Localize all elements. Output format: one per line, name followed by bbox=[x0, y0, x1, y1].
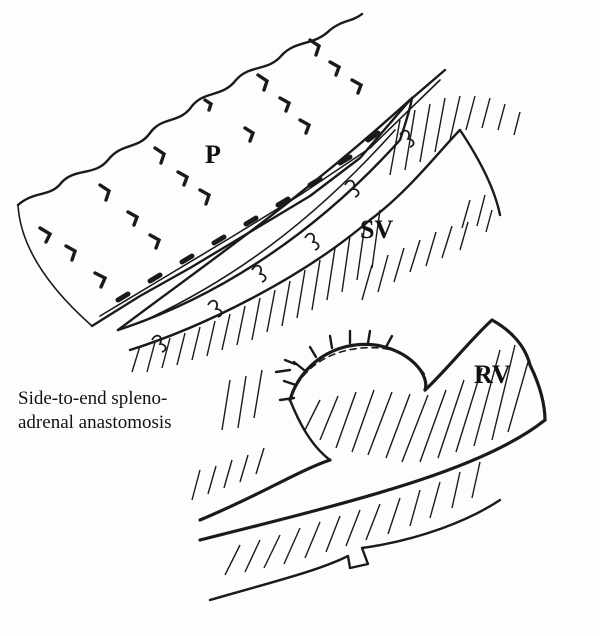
pancreas-ligature-marks bbox=[40, 40, 361, 287]
caption-line-1: Side-to-end spleno- bbox=[18, 387, 248, 411]
renal-vein-right-wall bbox=[530, 365, 545, 420]
renal-vein-label: RV bbox=[474, 360, 511, 390]
splenic-vein-lens-upper bbox=[118, 98, 412, 330]
pancreas-left-edge bbox=[18, 205, 92, 326]
pancreas-outline bbox=[18, 14, 362, 205]
splenic-vein-hatching bbox=[132, 96, 520, 372]
pancreas-lower-edge bbox=[92, 70, 445, 326]
caption-line-2: adrenal anastomosis bbox=[18, 411, 248, 435]
splenic-vein-label: SV bbox=[360, 215, 393, 245]
renal-vein-bottom-exit bbox=[210, 500, 500, 600]
anastomosis-caption: Side-to-end spleno- adrenal anastomosis bbox=[18, 387, 248, 435]
anastomosis-stump bbox=[290, 344, 426, 400]
splenic-vein-lower-edge bbox=[130, 130, 460, 350]
splenic-vein-right-boundary bbox=[460, 130, 500, 215]
pancreas-label: P bbox=[205, 140, 221, 170]
ligated-pancreatic-branches bbox=[118, 133, 378, 300]
splenic-vein-lens-lower bbox=[118, 98, 412, 330]
